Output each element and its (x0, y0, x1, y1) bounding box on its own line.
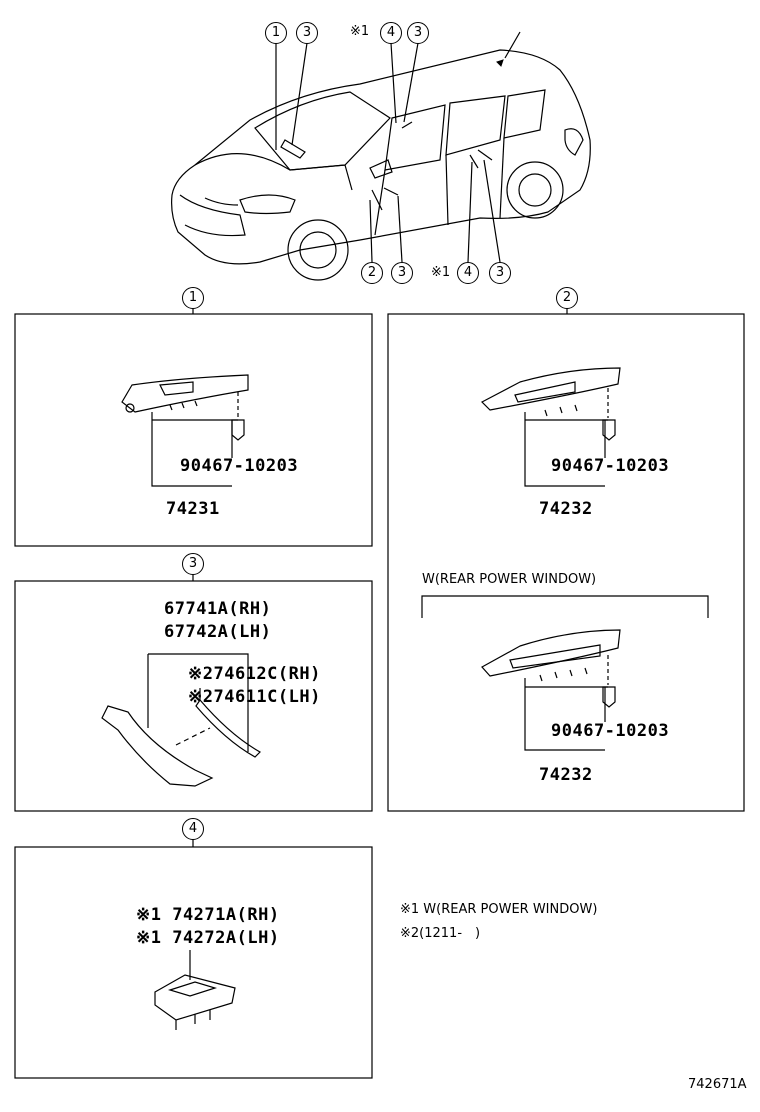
panel-3-sub-rh-part-number: ※274612C(RH) (188, 664, 321, 684)
footnote-1: ※1 W(REAR POWER WINDOW) (400, 902, 598, 917)
antenna-tip-icon (496, 59, 504, 67)
panel-2-callout: 2 (556, 287, 578, 309)
figure-id: 742671A (688, 1077, 747, 1092)
panel-2-main-part-number-a: 74232 (539, 499, 593, 519)
note-mark-top: ※1 (350, 24, 370, 39)
panel-3-lh-part-number: 67742A(LH) (164, 622, 272, 642)
panel-4-frame (14, 846, 373, 1079)
panel-1-main-part-number: 74231 (166, 499, 220, 519)
panel-2-variant-label: W(REAR POWER WINDOW) (422, 572, 597, 587)
panel-4-callout: 4 (182, 818, 204, 840)
vehicle-illustration (171, 31, 591, 281)
switch-bezel-2a-drawing (480, 367, 621, 487)
switch-bezel-1-drawing (121, 374, 249, 487)
single-switch-drawing (154, 950, 236, 1030)
panel-3-callout: 3 (182, 553, 204, 575)
note-mark-bottom: ※1 (431, 265, 451, 280)
callout-1-top: 1 (265, 22, 287, 44)
switch-bezel-2b-drawing (481, 629, 621, 751)
callout-3-bottom-right: 3 (489, 262, 511, 284)
callout-4-top: 4 (380, 22, 402, 44)
callout-2-bottom: 2 (361, 262, 383, 284)
panel-3-sub-lh-part-number: ※274611C(LH) (188, 687, 321, 707)
panel-2-fastener-part-number-a: 90467-10203 (551, 456, 670, 476)
panel-2-frame (387, 313, 745, 812)
panel-1-fastener-part-number: 90467-10203 (180, 456, 299, 476)
callout-3-top-left: 3 (296, 22, 318, 44)
pillar-trim-drawing (101, 653, 261, 787)
panel-4-lh-part-number: ※1 74272A(LH) (136, 928, 280, 948)
panel-1-callout: 1 (182, 287, 204, 309)
panel-3-rh-part-number: 67741A(RH) (164, 599, 272, 619)
callout-3-top-right: 3 (407, 22, 429, 44)
callout-3-bottom-left: 3 (391, 262, 413, 284)
footnote-2: ※2(1211- ) (400, 926, 481, 941)
panel-4-rh-part-number: ※1 74271A(RH) (136, 905, 280, 925)
panel-2-main-part-number-b: 74232 (539, 765, 593, 785)
panel-2-fastener-part-number-b: 90467-10203 (551, 721, 670, 741)
callout-4-bottom: 4 (457, 262, 479, 284)
